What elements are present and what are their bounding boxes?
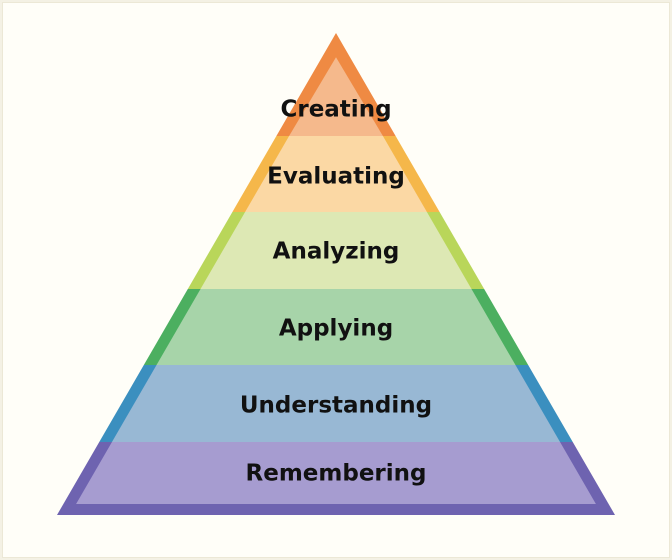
level-label-understanding: Understanding — [240, 393, 432, 419]
level-label-remembering: Remembering — [246, 461, 427, 487]
pyramid-band-analyzing — [200, 212, 472, 289]
pyramid-band-creating — [289, 57, 383, 137]
pyramid-band-remembering — [76, 442, 596, 504]
level-label-evaluating: Evaluating — [267, 164, 405, 190]
level-label-analyzing: Analyzing — [273, 239, 400, 265]
level-label-applying: Applying — [279, 316, 393, 342]
pyramid-band-applying — [156, 289, 516, 365]
pyramid-band-understanding — [111, 365, 561, 442]
level-label-creating: Creating — [280, 97, 391, 123]
pyramid-band-evaluating — [245, 136, 427, 212]
